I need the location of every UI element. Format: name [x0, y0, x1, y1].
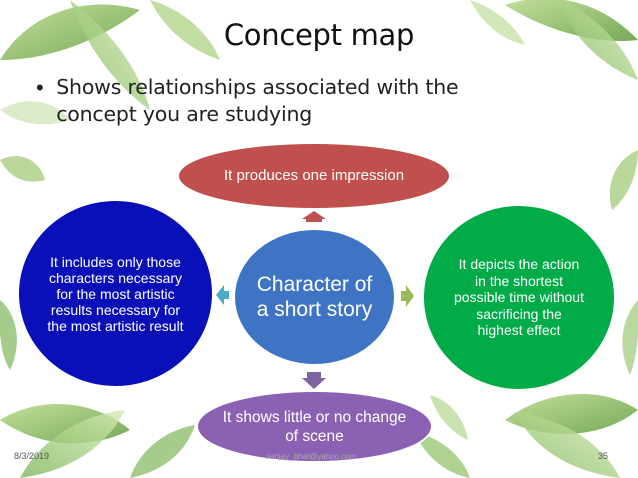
- node-bottom: It shows little or no change of scene: [196, 390, 433, 463]
- arrow-left-icon: [216, 285, 229, 305]
- leaf-shape: [0, 156, 45, 182]
- leaf-shape: [622, 300, 638, 375]
- leaf-shape: [70, 0, 150, 110]
- node-center: Character of a short story: [232, 227, 397, 367]
- leaf-shape: [0, 4, 140, 60]
- leaf-shape: [515, 412, 620, 478]
- title-container: Concept map: [0, 18, 638, 58]
- footer-page-number: 35: [597, 451, 608, 461]
- footer-email: sanjay_bhat@yahoo.com: [266, 452, 357, 461]
- leaf-shape: [430, 395, 468, 440]
- node-top-label: It produces one impression: [223, 167, 405, 184]
- node-left: It includes only those characters necess…: [19, 201, 212, 386]
- bullet-dot: •: [36, 75, 44, 100]
- arrow-down-icon: [302, 372, 326, 389]
- node-left-label: It includes only those characters necess…: [47, 253, 184, 334]
- node-right: It depicts the action in the shortest po…: [424, 206, 614, 389]
- node-right-label: It depicts the action in the shortest po…: [454, 256, 584, 339]
- node-bottom-label: It shows little or no change of scene: [222, 408, 407, 445]
- leaf-shape: [560, 0, 638, 80]
- leaf-shape: [20, 410, 125, 478]
- leaf-shape: [470, 0, 525, 45]
- leaf-shape: [415, 432, 470, 478]
- arrow-up-icon: [302, 211, 326, 222]
- leaf-shape: [609, 150, 638, 210]
- bullet-text: Shows relationships associated with the …: [56, 75, 459, 126]
- slide-title: Concept map: [223, 18, 415, 52]
- leaf-shape: [150, 0, 220, 60]
- arrow-right-icon: [401, 285, 414, 307]
- node-center-label: Character of a short story: [256, 273, 373, 321]
- node-top: It produces one impression: [177, 142, 451, 210]
- footer-date: 8/3/2019: [14, 451, 50, 461]
- bullet-item: • Shows relationships associated with th…: [36, 74, 536, 128]
- leaf-shape: [0, 101, 70, 125]
- leaf-shape: [130, 425, 195, 478]
- leaf-shape: [0, 300, 17, 370]
